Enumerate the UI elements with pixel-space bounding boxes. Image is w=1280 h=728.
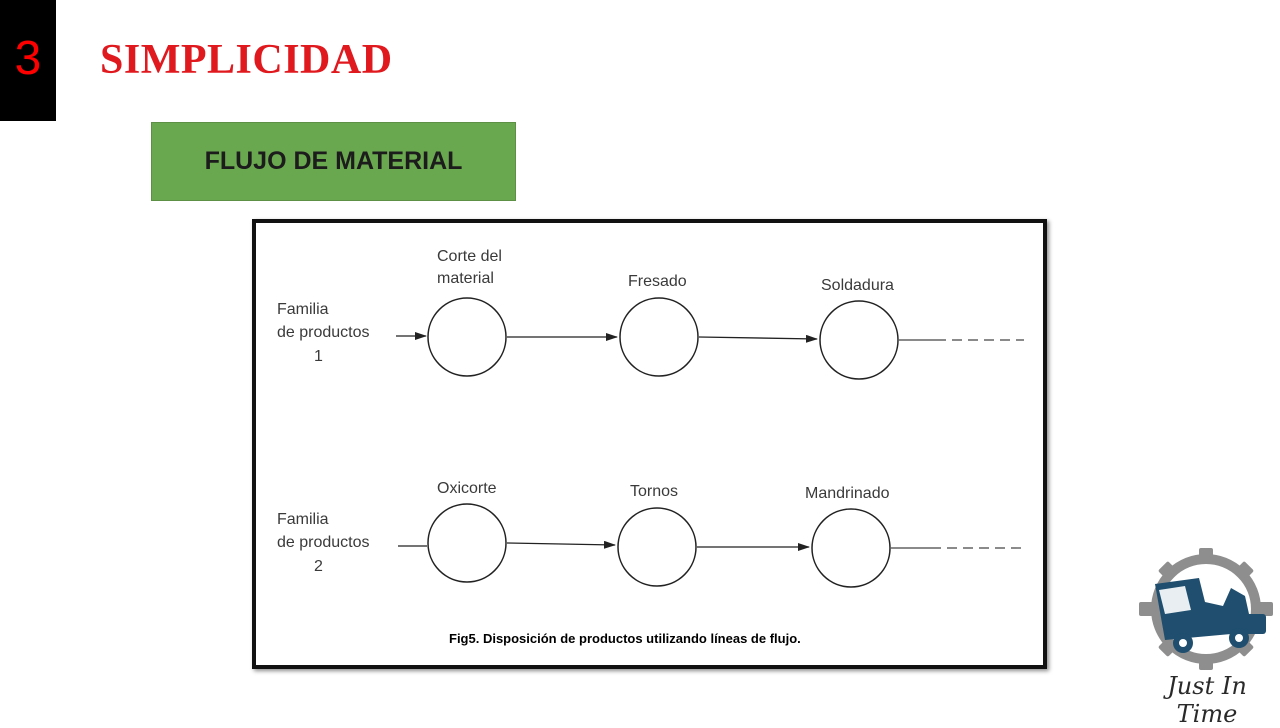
row2-arrow-1-2 (506, 540, 616, 549)
row2-station2-circle (617, 507, 697, 587)
row2-station3-circle (811, 508, 891, 588)
row1-station3-circle (819, 300, 899, 380)
row2-input-line3: 2 (314, 558, 323, 575)
row1-input-line1: Familia (277, 301, 329, 318)
slide-number-badge: 3 (0, 0, 56, 121)
flow-diagram: Familia de productos 1 Corte del materia… (277, 248, 1024, 646)
row1-input-line3: 1 (314, 348, 323, 365)
gear-truck-icon (1139, 548, 1273, 670)
row1-station1-circle (427, 297, 507, 377)
row2-input-label: Familia de productos 2 (277, 511, 374, 575)
row1-station1-label: Corte del material (437, 248, 506, 287)
row2-station1-circle (427, 503, 507, 583)
row1-station1-line2: material (437, 270, 494, 287)
row1-station2-circle (619, 297, 699, 377)
row1-input-label: Familia de productos 1 (277, 301, 374, 365)
section-button-flujo-de-material[interactable]: FLUJO DE MATERIAL (151, 122, 516, 201)
row2-station3-label: Mandrinado (805, 485, 890, 502)
row2-input-line2: de productos (277, 534, 370, 551)
row1-station2-label: Fresado (628, 273, 687, 290)
figure-caption: Fig5. Disposición de productos utilizand… (449, 631, 801, 646)
flow-diagram-figure: Familia de productos 1 Corte del materia… (252, 219, 1047, 669)
row1-arrow-2-3 (698, 334, 818, 343)
row2-input-line1: Familia (277, 511, 329, 528)
section-button-label: FLUJO DE MATERIAL (204, 147, 463, 175)
row1-station1-line1: Corte del (437, 248, 502, 265)
row1-input-line2: de productos (277, 324, 370, 341)
slide-number: 3 (14, 32, 42, 85)
row2-station1-label: Oxicorte (437, 480, 497, 497)
row2-station2-label: Tornos (630, 483, 678, 500)
row1-station3-label: Soldadura (821, 277, 894, 294)
slide-title: SIMPLICIDAD (100, 37, 393, 83)
